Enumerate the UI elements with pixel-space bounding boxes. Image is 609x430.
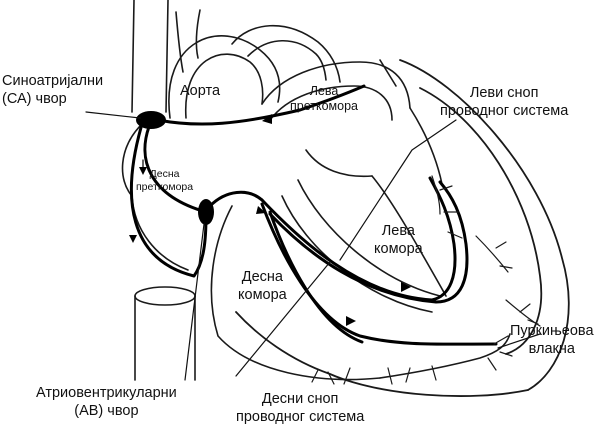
label-aorta: Аорта [180,82,220,100]
label-left-bundle: Леви сноп проводног система [440,84,568,120]
label-purkinje: Пуркињеова влакна [510,322,594,358]
left-bundle-inner [270,182,467,302]
label-left-ventricle: Лева комора [374,222,423,258]
arrow-right-ventricle [346,316,356,326]
superior-vena-cava [132,0,168,112]
label-right-atrium: Десна преткомора [136,168,193,194]
label-av-node: Атриовентрикуларни (АВ) чвор [36,384,177,420]
av-node [198,199,214,225]
sa-node [136,111,166,129]
sa-to-av-posterior-path [131,124,206,276]
pulmonary-trunk [232,26,340,82]
label-right-ventricle: Десна комора [238,268,287,304]
leader-sa-node [86,112,140,118]
label-left-atrium: Лева преткомора [290,84,358,114]
arrow-vena-cava-down [129,235,137,243]
purkinje-fibers [312,176,540,384]
label-sa-node: Синоатријални (СА) чвор [2,72,103,108]
av-to-bundle-path [210,192,262,206]
conduction-pathway [131,86,496,344]
label-right-bundle: Десни сноп проводног система [236,390,364,426]
inferior-vena-cava [135,287,195,380]
